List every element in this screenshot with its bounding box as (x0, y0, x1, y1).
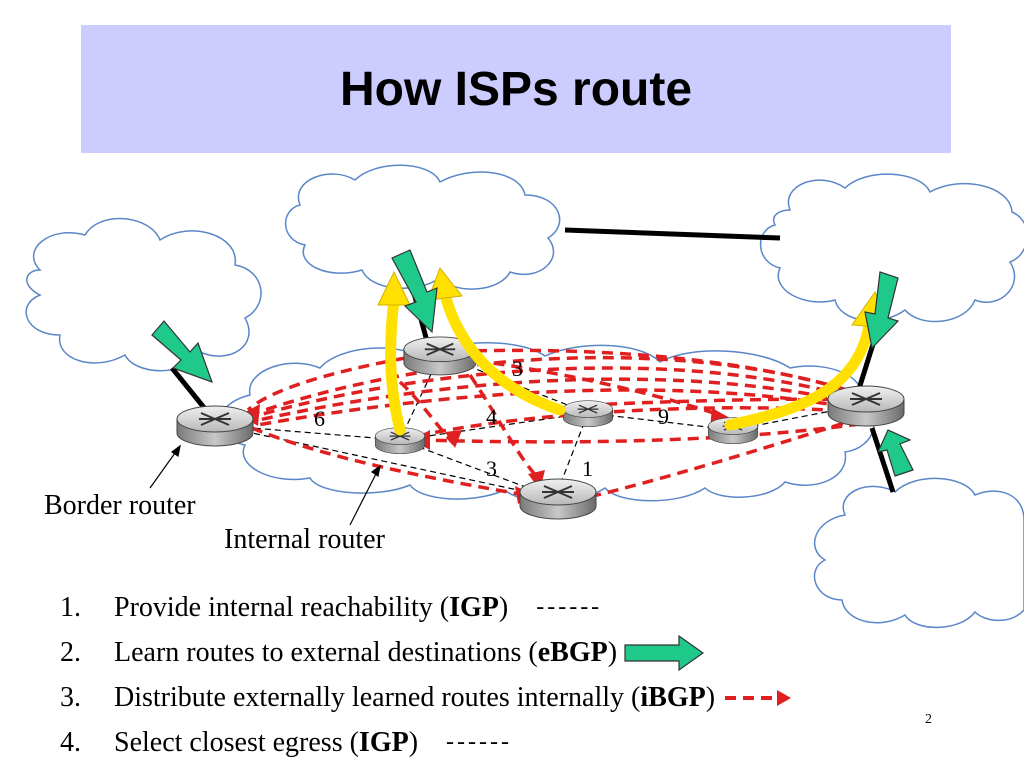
step-protocol: IGP (358, 727, 409, 758)
label-pointers (149, 444, 381, 526)
title-band: How ISPs route (81, 25, 951, 153)
slide-title: How ISPs route (339, 62, 693, 116)
ebgp-arrow-legend-icon (624, 634, 705, 671)
step-number: 1. (60, 592, 81, 623)
step-close: ) (408, 727, 419, 758)
internal-router-bottom (519, 478, 597, 520)
step-close: ) (498, 592, 509, 623)
step-item: 1. Provide internal reachability (IGP) -… (60, 585, 793, 630)
step-item: 3. Distribute externally learned routes … (60, 675, 793, 720)
edge-weight-9: 9 (658, 404, 669, 429)
step-number: 3. (60, 682, 81, 713)
step-number: 4. (60, 727, 81, 758)
border-router-label: Border router (44, 490, 196, 521)
step-item: 2. Learn routes to external destinations… (60, 630, 793, 675)
egress-arrows (385, 289, 876, 436)
edge-weight-3-top: 3 (512, 356, 523, 381)
border-router-right (827, 385, 905, 427)
igp-dash-legend: ------ (536, 594, 603, 620)
internal-router-center (562, 399, 614, 428)
page-number: 2 (925, 712, 932, 727)
step-text: Learn routes to external destinations ( (114, 637, 538, 668)
step-text: Provide internal reachability ( (114, 592, 450, 623)
cloud-top (284, 164, 561, 290)
edge-weight-3: 3 (486, 456, 497, 481)
step-close: ) (705, 682, 716, 713)
internal-router-label: Internal router (224, 524, 385, 555)
step-protocol: IGP (449, 592, 499, 623)
cloud-right-bottom (813, 477, 1024, 629)
cloud-right-top (759, 173, 1024, 323)
igp-dash-legend: ------ (446, 729, 512, 755)
edge-weight-1: 1 (582, 456, 593, 481)
steps-list: 1. Provide internal reachability (IGP) -… (60, 585, 793, 765)
border-router-left (176, 405, 254, 447)
step-close: ) (607, 637, 618, 668)
ebgp-arrows (151, 249, 914, 477)
edge-weight-4: 4 (486, 404, 497, 429)
step-text: Distribute externally learned routes int… (114, 682, 641, 713)
step-protocol: eBGP (537, 637, 608, 668)
step-text: Select closest egress ( (114, 727, 359, 758)
step-item: 4. Select closest egress (IGP) ------ (60, 720, 793, 765)
ibgp-arrow-legend-icon (725, 689, 792, 706)
step-protocol: iBGP (640, 682, 706, 713)
cloud-left (25, 217, 262, 372)
edge-weight-6: 6 (314, 406, 325, 431)
ibgp-sessions (246, 348, 863, 500)
step-number: 2. (60, 637, 81, 668)
